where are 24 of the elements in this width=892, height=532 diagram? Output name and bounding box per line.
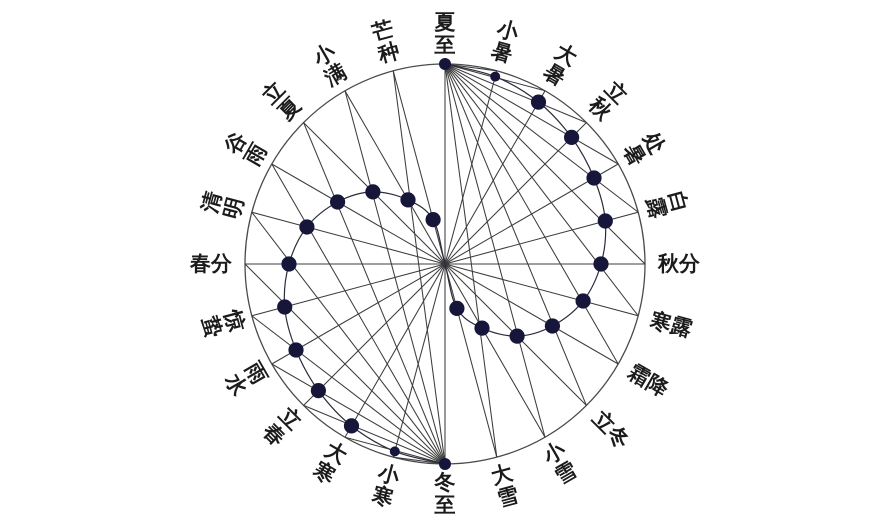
term-label: 冬至 [434, 470, 456, 518]
term-label: 秋分 [658, 252, 700, 276]
term-label: 立夏 [258, 78, 306, 126]
term-label: 谷雨 [220, 128, 272, 170]
term-label: 白露 [642, 188, 692, 221]
term-label: 立冬 [587, 406, 634, 453]
term-label: 小寒 [369, 461, 402, 512]
term-label: 大暑 [539, 40, 581, 90]
term-label: 芒种 [369, 16, 402, 67]
term-label: 立秋 [584, 78, 632, 126]
term-label: 寒露 [648, 308, 694, 342]
term-label: 惊蛰 [198, 307, 248, 340]
term-label: 夏至 [434, 10, 456, 58]
term-label: 处暑 [618, 128, 670, 170]
term-label: 小雪 [539, 438, 581, 488]
term-label: 春分 [190, 252, 232, 276]
term-label: 清明 [198, 188, 248, 221]
term-label: 雨水 [220, 358, 272, 400]
term-label: 立春 [258, 402, 306, 450]
term-label: 小暑 [488, 16, 521, 67]
term-label: 大寒 [309, 438, 351, 488]
term-label: 大雪 [488, 461, 521, 512]
term-label: 小满 [309, 40, 351, 90]
term-label: 霜降 [624, 360, 672, 402]
